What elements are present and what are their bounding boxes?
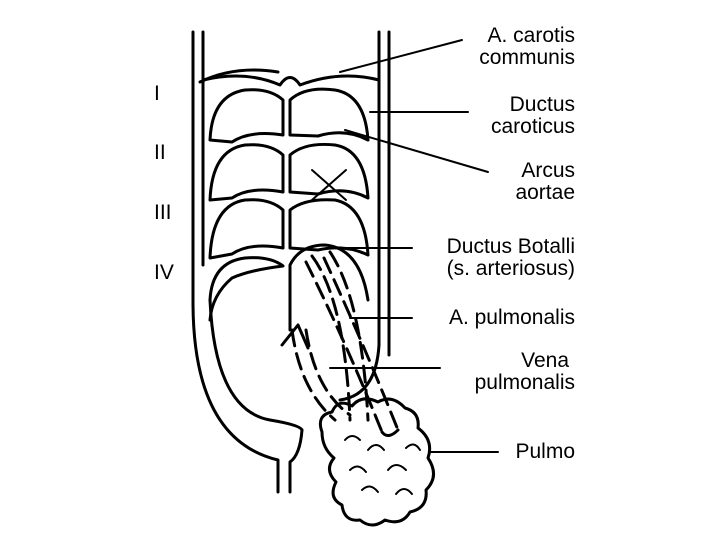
left-arches — [208, 88, 304, 432]
label-ductus-caroticus-line1: Ductus — [509, 93, 575, 116]
arch-numeral-iii: III — [154, 201, 172, 224]
arch-numeral-i: I — [154, 82, 160, 105]
pulmonary-vein-dashed — [280, 323, 352, 422]
carotid-trunk — [198, 68, 381, 87]
label-vena-pulmonalis-line1: Vena — [521, 349, 569, 372]
lung-shape — [318, 397, 435, 527]
label-arcus-aortae-line2: aortae — [515, 181, 575, 204]
label-carotis-line1: A. carotis — [487, 24, 575, 47]
label-arcus-aortae: Arcus aortae — [440, 160, 575, 204]
label-vena-pulmonalis-line2: pulmonalis — [474, 371, 575, 394]
interruption-x-mark — [311, 169, 347, 201]
label-ductus-caroticus-line2: caroticus — [490, 115, 575, 138]
arch-numeral-iv: IV — [154, 261, 174, 284]
label-ductus-botalli-line1: Ductus Botalli — [446, 235, 575, 258]
label-ductus-caroticus: Ductus caroticus — [440, 94, 575, 138]
pulmonary-artery-dashed — [304, 250, 400, 437]
label-ductus-botalli: Ductus Botalli (s. arteriosus) — [400, 236, 575, 280]
arch-numeral-ii: II — [154, 141, 166, 164]
leader-lines — [329, 39, 499, 453]
label-carotis: A. carotis communis — [440, 25, 575, 69]
label-a-pulmonalis: A. pulmonalis — [400, 307, 575, 329]
label-a-pulmonalis-line1: A. pulmonalis — [448, 306, 575, 329]
right-arches — [288, 87, 370, 332]
label-pulmo: Pulmo — [440, 441, 575, 463]
label-pulmo-line1: Pulmo — [515, 440, 575, 463]
label-ductus-botalli-line2: (s. arteriosus) — [446, 257, 575, 280]
label-vena-pulmonalis: Vena pulmonalis — [440, 350, 575, 394]
vessel-outer-walls — [191, 30, 391, 494]
label-arcus-aortae-line1: Arcus — [521, 159, 575, 182]
label-carotis-line2: communis — [479, 46, 575, 69]
